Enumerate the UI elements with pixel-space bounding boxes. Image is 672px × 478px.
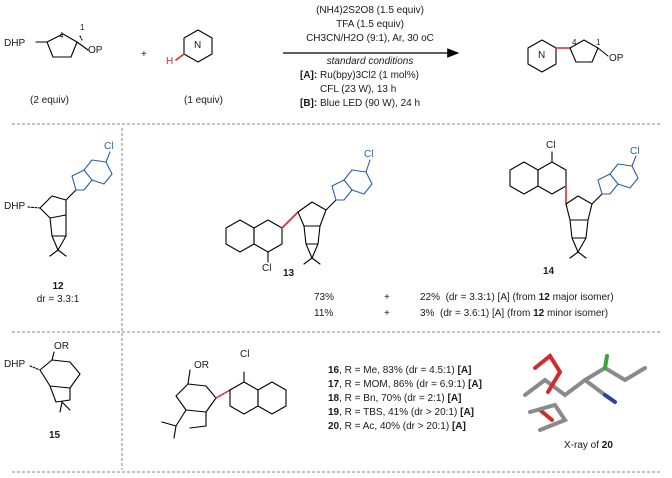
reactant2-equiv-label: (1 equiv)	[184, 95, 223, 106]
condition-oxidant: (NH4)2S2O8 (1.5 equiv)	[316, 5, 424, 16]
xray-caption: X-ray of 20	[564, 440, 613, 451]
reactant1-dhp-label: DHP	[4, 38, 26, 49]
reactant2-pyridine-icon	[175, 29, 213, 63]
product-op-label: OP	[609, 53, 624, 64]
compound-12-cl-label: Cl	[104, 141, 114, 152]
crystal-structure-icon	[523, 353, 647, 432]
reactant1-thf-icon	[35, 33, 89, 58]
compound-15-structure	[29, 351, 81, 413]
row2-product-cl-label: Cl	[240, 349, 250, 360]
product-icon	[527, 39, 609, 73]
compound-12-dr: dr = 3.3:1	[36, 294, 80, 305]
reactant2-n-label: N	[194, 40, 202, 51]
compound-13-structure	[225, 159, 373, 265]
reactant1-equiv-label: (2 equiv)	[30, 95, 69, 106]
compound-13-quinoline-cl: Cl	[262, 263, 272, 274]
header-plus-sign: +	[141, 49, 147, 60]
row2-entry-18: 18, R = Bn, 70% (dr = 2:1) [A]	[328, 393, 462, 404]
product-n-label: N	[538, 50, 546, 61]
condition-solvent: CH3CN/H2O (9:1), Ar, 30 oC	[306, 33, 434, 44]
compound-14-label: 14	[543, 266, 555, 277]
reactant1-op-label: OP	[88, 45, 103, 56]
reactant1-pos4-label: 4	[59, 31, 64, 40]
row2-product-or-label: OR	[194, 360, 209, 371]
row2-entry-19: 19, R = TBS, 41% (dr > 20:1) [A]	[328, 407, 474, 418]
condition-acid: TFA (1.5 equiv)	[336, 19, 404, 30]
reactant1-pos1-label: 1	[80, 23, 85, 32]
compound-12-structure	[27, 151, 113, 257]
row2-product-structure	[161, 369, 287, 439]
condition-standard-label: standard conditions	[326, 56, 414, 67]
compound-15-dhp-label: DHP	[4, 359, 26, 370]
compound-13-label: 13	[283, 268, 295, 279]
compound-14-structure	[509, 151, 639, 259]
product-pos1-label: 1	[596, 38, 601, 47]
row2-entry-17: 17, R = MOM, 86% (dr = 6.9:1) [A]	[328, 379, 482, 390]
compound-12-label: 12	[52, 281, 64, 292]
compound-12-dhp-label: DHP	[4, 201, 26, 212]
condition-a-light: CFL (23 W), 13 h	[320, 84, 397, 95]
compound-14-purine-cl: Cl	[630, 146, 640, 157]
product-pos4-label: 4	[572, 38, 577, 47]
row2-entry-20: 20, R = Ac, 40% (dr > 20:1) [A]	[328, 421, 466, 432]
condition-a: [A]: Ru(bpy)3Cl2 (1 mol%)	[300, 70, 419, 81]
row2-entry-16: 16, R = Me, 83% (dr = 4.5:1) [A]	[328, 365, 472, 376]
compound-13-purine-cl: Cl	[364, 149, 374, 160]
compound-14-quinoline-cl: Cl	[546, 140, 556, 151]
compound-15-label: 15	[49, 430, 61, 441]
reactant2-h-label: H	[166, 56, 174, 67]
compound-15-or-label: OR	[54, 341, 69, 352]
condition-b: [B]: Blue LED (90 W), 24 h	[300, 98, 421, 109]
